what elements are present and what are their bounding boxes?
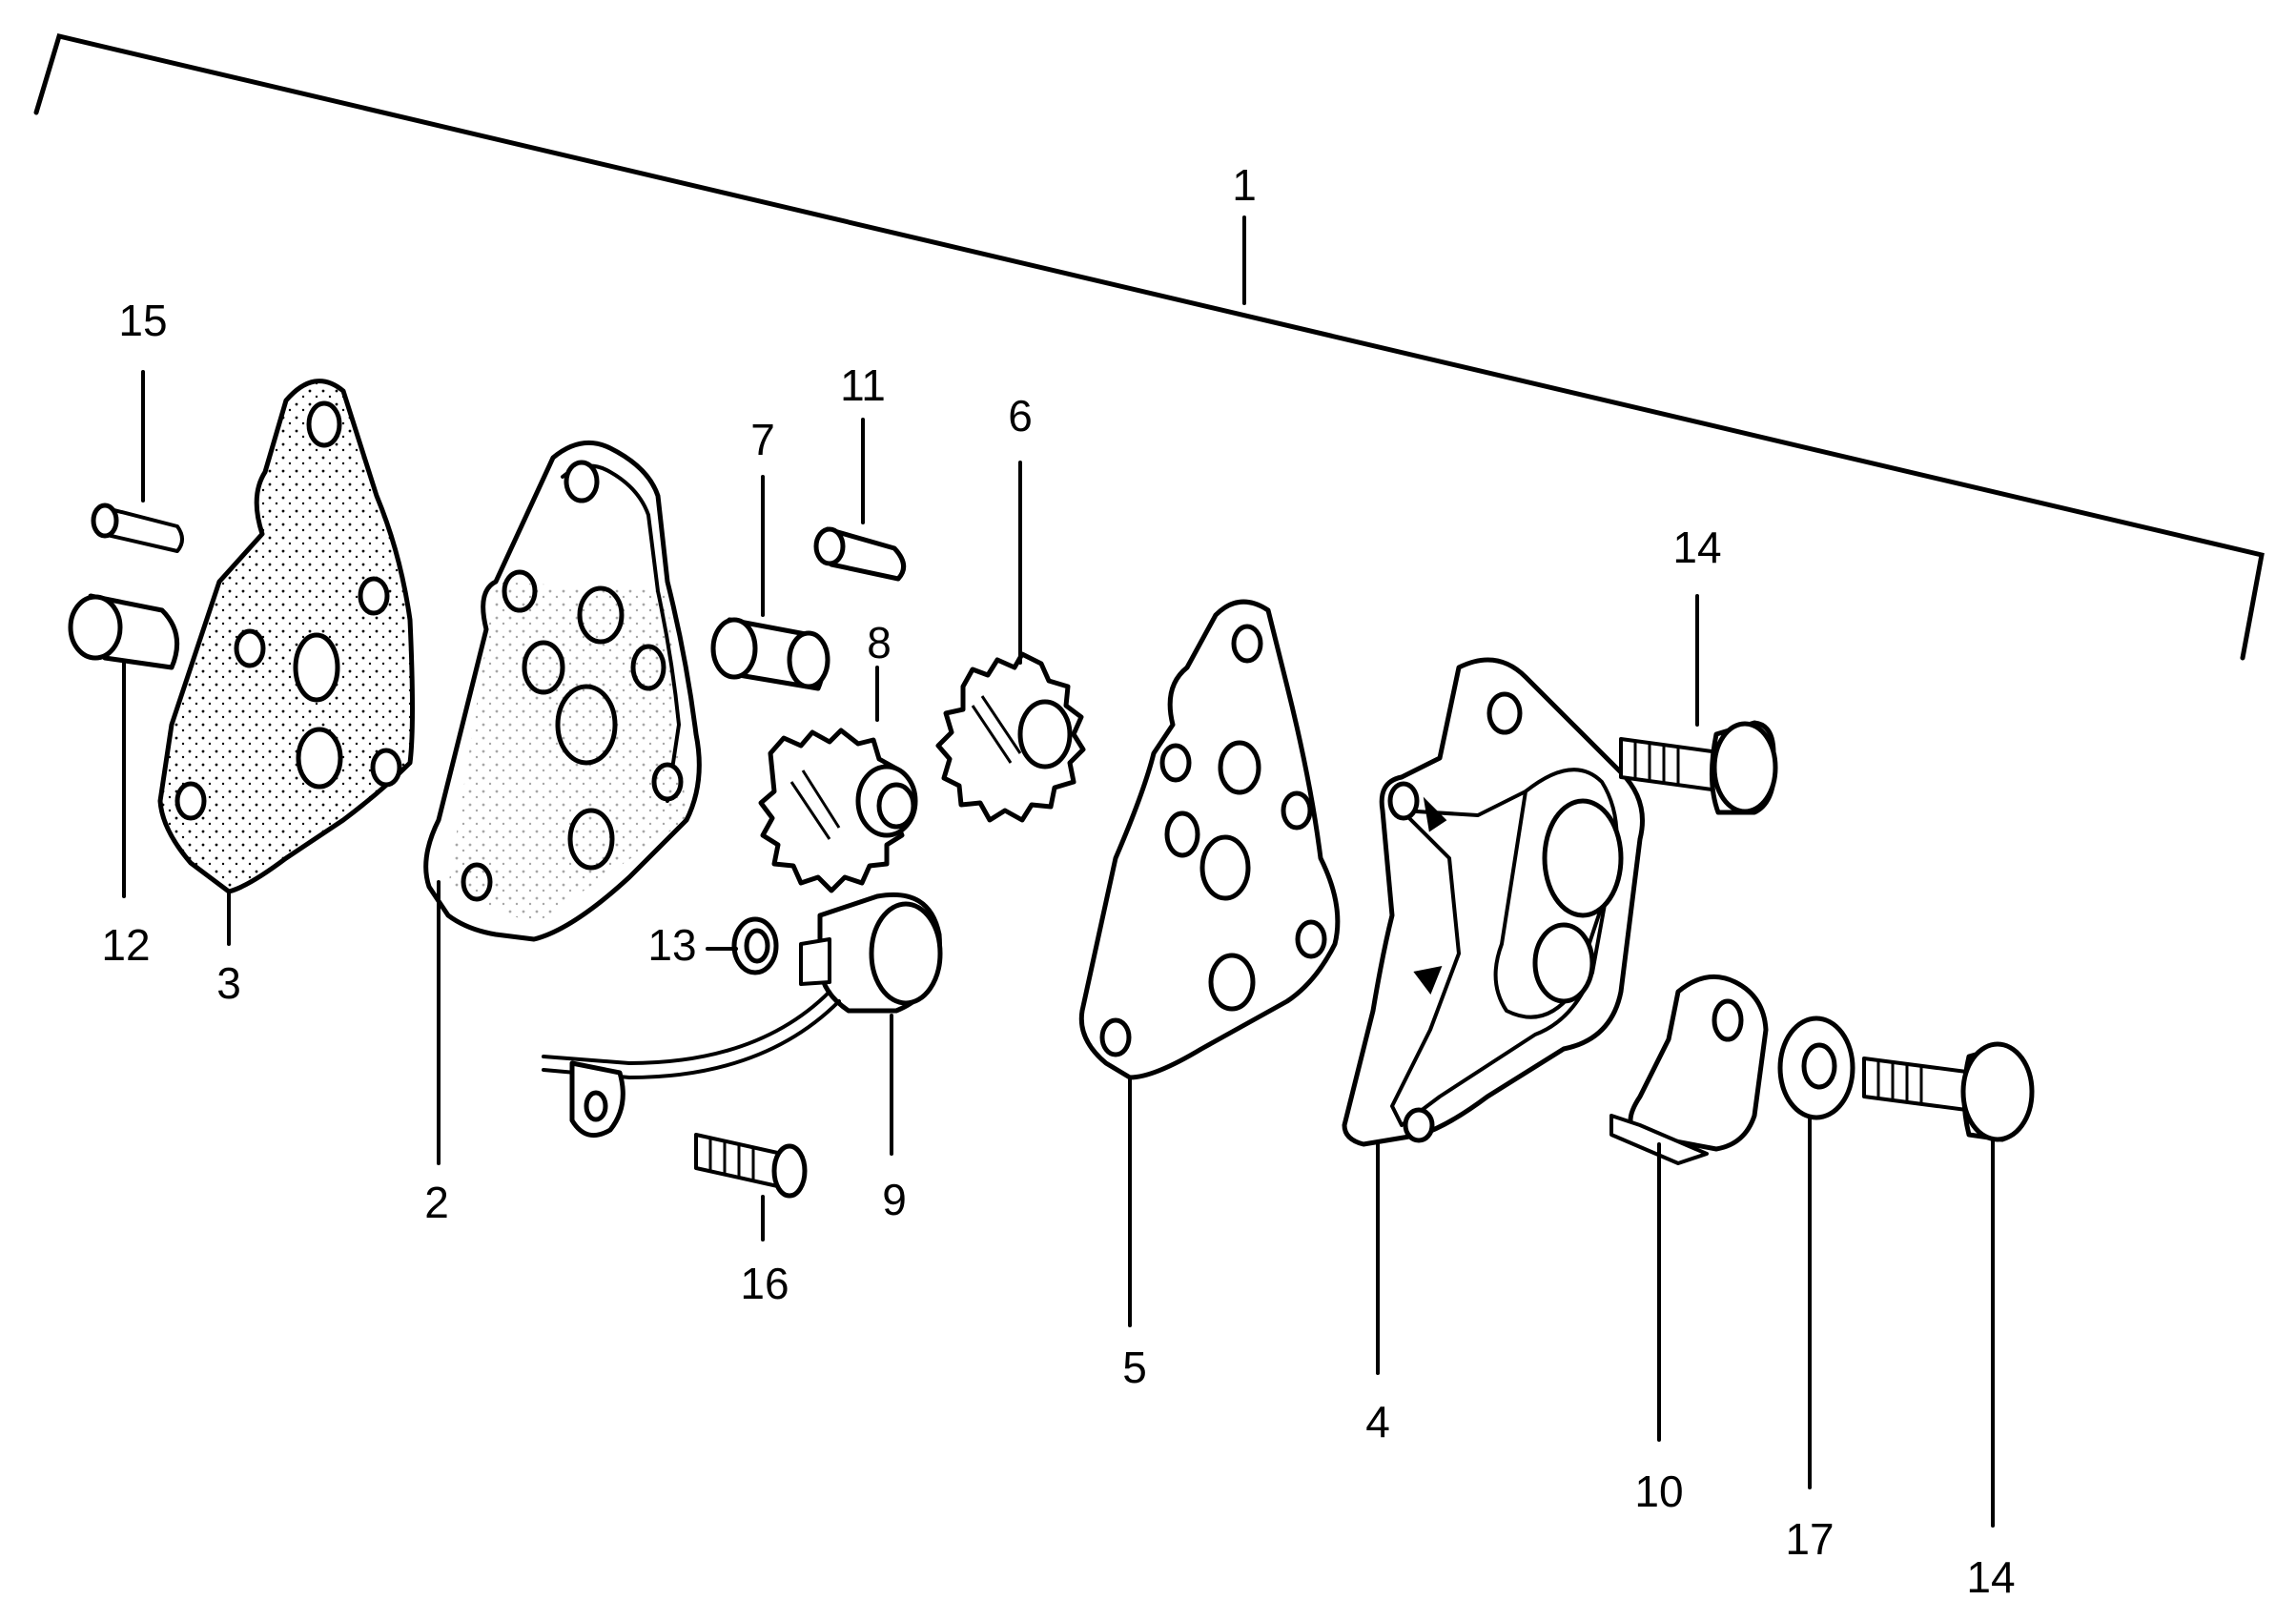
callout-9: 9 [882, 1175, 907, 1224]
pump-body-plate-part-2 [423, 440, 702, 942]
collar-part-12 [68, 593, 180, 670]
callout-1: 1 [1232, 160, 1257, 210]
shaft-part-7 [710, 617, 830, 691]
callout-13: 13 [647, 920, 696, 970]
callout-11: 11 [840, 360, 886, 410]
gasket-plate-part-3 [157, 379, 415, 894]
assembly-bracket [33, 33, 2265, 661]
callout-5: 5 [1122, 1343, 1147, 1392]
pin-part-11 [813, 526, 907, 582]
callout-6: 6 [1008, 391, 1033, 441]
washer-part-17 [1777, 1016, 1855, 1120]
callout-10: 10 [1634, 1467, 1683, 1516]
callout-17: 17 [1785, 1514, 1834, 1564]
callout-8: 8 [867, 618, 892, 667]
leader-lines [122, 370, 1995, 1528]
callout-3: 3 [216, 958, 241, 1008]
callout-7: 7 [750, 415, 775, 464]
callout-labels: 1 15 12 3 2 7 11 6 8 13 9 16 5 4 14 10 1… [101, 160, 2015, 1602]
callout-16: 16 [740, 1259, 789, 1308]
o-ring-part-13 [731, 916, 779, 975]
callout-15: 15 [118, 296, 167, 345]
bolt-part-14-lower [1862, 1041, 2035, 1142]
callout-12: 12 [101, 920, 150, 970]
callout-4: 4 [1365, 1397, 1390, 1447]
gear-shaft-part-8 [758, 728, 918, 893]
callout-14-lower: 14 [1966, 1552, 2015, 1602]
bolt-part-14-upper [1619, 720, 1778, 815]
gasket-plate-part-5 [1078, 599, 1341, 1080]
pump-cover-part-4 [1342, 657, 1645, 1147]
sensor-wire-part-9 [542, 892, 943, 1139]
dowel-pin-part-15 [91, 503, 184, 553]
bracket-plate-part-10 [1609, 974, 1769, 1165]
callout-2: 2 [424, 1178, 449, 1227]
gear-part-6 [935, 651, 1086, 823]
callout-14-upper: 14 [1672, 523, 1721, 572]
screw-part-16 [694, 1133, 808, 1199]
